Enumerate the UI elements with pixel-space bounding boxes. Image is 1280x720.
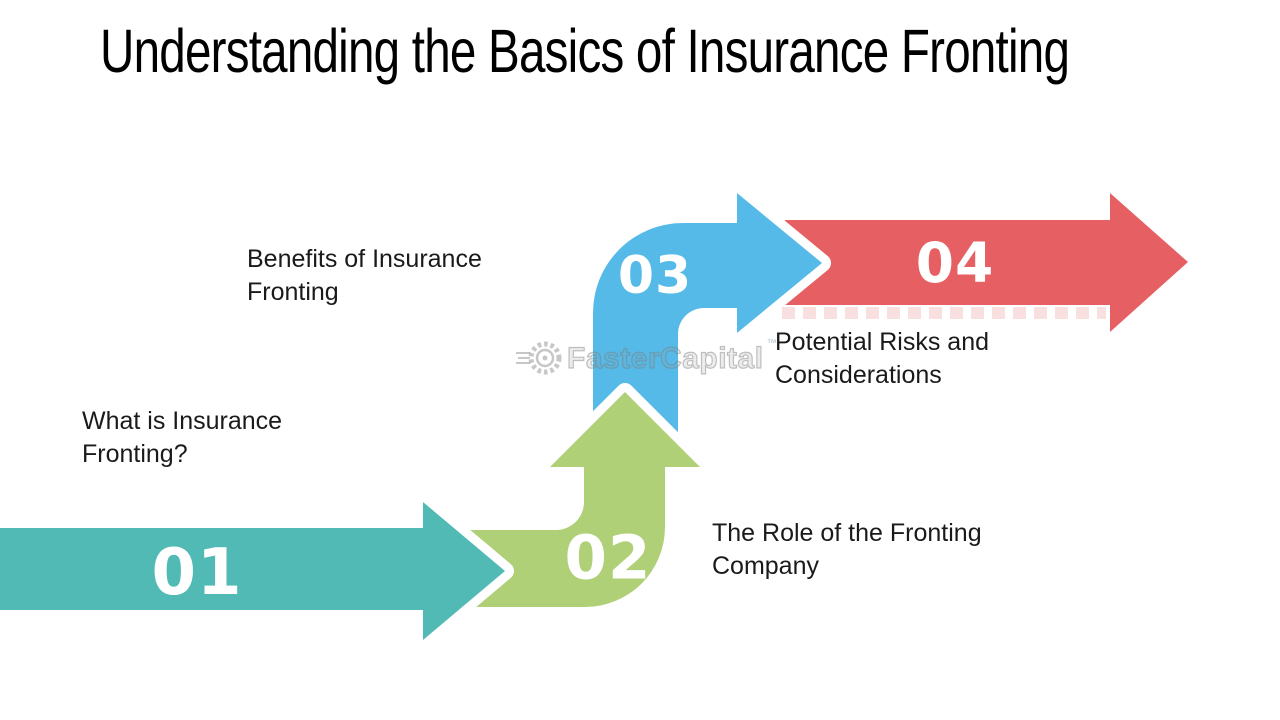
step-arrow-02: [446, 383, 709, 616]
step-number-04: 04: [915, 231, 995, 295]
step-label-what-is-insurance-fronting: What is Insurance Fronting?: [82, 407, 283, 468]
step-label-potential-risks: Potential Risks and Considerations: [775, 328, 990, 389]
step-number-02: 02: [564, 522, 652, 594]
step-arrow-03: [584, 184, 831, 441]
step-number-01: 01: [151, 536, 243, 610]
page-title: Understanding the Basics of Insurance Fr…: [100, 17, 1070, 85]
step-label-role-of-fronting-company: The Role of the Fronting Company: [712, 519, 982, 580]
step-arrow-04: [776, 184, 1197, 341]
watermark-pattern-strip: [782, 307, 1106, 319]
step-label-benefits-of-insurance-fronting: Benefits of Insurance Fronting: [247, 245, 482, 306]
step-arrow-01: [0, 493, 514, 649]
step-number-03: 03: [617, 246, 693, 306]
